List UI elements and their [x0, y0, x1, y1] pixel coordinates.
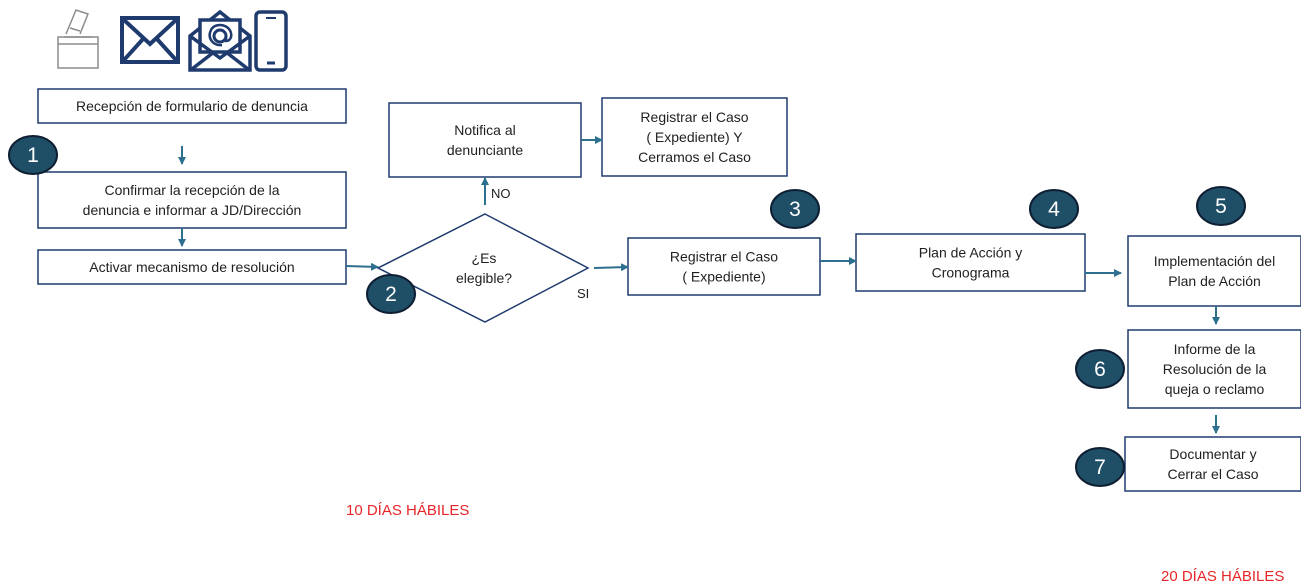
edge-label-si: SI: [577, 286, 589, 301]
node-box-implement: [1127, 235, 1301, 307]
edge-label-no: NO: [491, 186, 511, 201]
node-box-reception: [37, 88, 347, 124]
node-label-register-close: Cerramos el Caso: [638, 149, 751, 165]
ballot-box-icon: [57, 9, 99, 69]
step-badge-6: [1075, 349, 1125, 389]
node-label-implement: Implementación del: [1154, 253, 1275, 269]
node-label-register: ( Expediente): [682, 269, 765, 285]
step-badge-number: 7: [1094, 456, 1106, 479]
node-label-report: Resolución de la: [1163, 361, 1267, 377]
step-badge-number: 1: [27, 144, 39, 167]
node-label-document: Cerrar el Caso: [1167, 466, 1258, 482]
node-box-confirm: [37, 171, 347, 229]
step-badge-3: [770, 189, 820, 229]
deadline-phase1: 10 DÍAS HÁBILES: [346, 502, 470, 519]
node-box-activate: [37, 249, 347, 285]
node-label-notify: denunciante: [447, 142, 524, 158]
node-label-confirm: Confirmar la recepción de la: [104, 182, 279, 198]
step-badge-number: 2: [385, 283, 397, 306]
node-label-eligible: elegible?: [456, 270, 512, 286]
node-label-document: Documentar y: [1169, 446, 1256, 462]
node-label-confirm: denuncia e informar a JD/Dirección: [83, 202, 302, 218]
step-badge-number: 5: [1215, 195, 1227, 218]
decision-diamond: [376, 213, 590, 323]
node-box-plan: [855, 233, 1086, 292]
node-label-implement: Plan de Acción: [1168, 273, 1261, 289]
step-badge-number: 6: [1094, 358, 1106, 381]
node-box-document: [1124, 436, 1301, 492]
node-label-plan: Cronograma: [932, 265, 1010, 281]
smartphone-icon: [254, 10, 288, 72]
node-label-plan: Plan de Acción y: [919, 245, 1023, 261]
step-badge-4: [1029, 189, 1079, 229]
step-badge-7: [1075, 447, 1125, 487]
node-label-reception: Recepción de formulario de denuncia: [76, 98, 308, 114]
node-label-register-close: ( Expediente) Y: [646, 129, 743, 145]
step-badge-1: [8, 135, 58, 175]
email-icon: [188, 9, 252, 72]
node-box-report: [1127, 329, 1301, 409]
step-badge-number: 3: [789, 198, 801, 221]
node-label-register: Registrar el Caso: [670, 249, 778, 265]
node-label-activate: Activar mecanismo de resolución: [89, 259, 294, 275]
step-badge-5: [1196, 186, 1246, 226]
step-badge-2: [366, 274, 416, 314]
connectors: [178, 136, 1220, 434]
deadline-phase2: 20 DÍAS HÁBILES: [1161, 568, 1285, 585]
envelope-icon: [120, 16, 180, 64]
node-label-register-close: Registrar el Caso: [640, 109, 748, 125]
node-box-register: [627, 237, 821, 296]
node-label-notify: Notifica al: [454, 122, 515, 138]
node-box-notify: [388, 102, 582, 178]
step-badge-number: 4: [1048, 198, 1060, 221]
node-label-eligible: ¿Es: [472, 250, 497, 266]
node-label-report: queja o reclamo: [1165, 381, 1265, 397]
node-label-report: Informe de la: [1174, 341, 1256, 357]
